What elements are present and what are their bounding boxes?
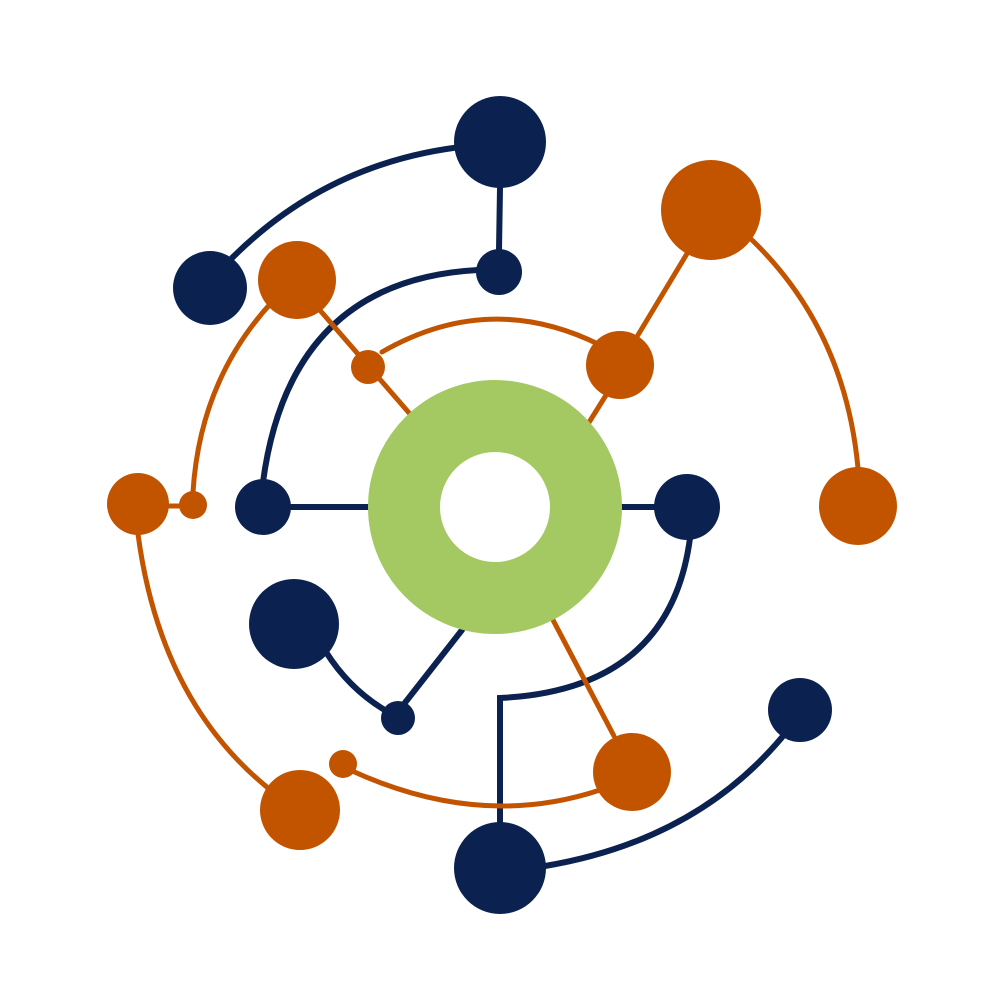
central-hub-ring <box>368 380 622 634</box>
link <box>550 617 617 739</box>
node <box>107 473 169 535</box>
node <box>586 331 654 399</box>
node <box>173 251 247 325</box>
link <box>190 299 275 495</box>
link <box>496 185 503 253</box>
link <box>135 531 271 791</box>
node <box>661 160 761 260</box>
node <box>351 350 385 384</box>
node <box>329 750 357 778</box>
node <box>768 678 832 742</box>
node <box>454 822 546 914</box>
navy-connections <box>229 143 791 869</box>
link <box>260 267 481 485</box>
node <box>179 491 207 519</box>
link <box>347 767 603 809</box>
node <box>381 701 415 735</box>
node <box>235 479 291 535</box>
link <box>323 649 391 715</box>
node <box>593 733 671 811</box>
node <box>654 474 720 540</box>
node <box>258 241 336 319</box>
link <box>229 143 473 261</box>
orange-nodes <box>107 160 897 850</box>
link <box>401 627 465 707</box>
link <box>585 389 611 427</box>
navy-nodes <box>173 96 832 914</box>
node <box>454 96 546 188</box>
node <box>476 249 522 295</box>
link <box>542 727 791 869</box>
link <box>749 237 861 471</box>
orange-connections <box>135 237 861 809</box>
link <box>379 316 603 355</box>
node <box>819 467 897 545</box>
node <box>260 770 340 850</box>
node <box>249 579 339 669</box>
link <box>497 535 693 827</box>
link <box>635 249 691 338</box>
